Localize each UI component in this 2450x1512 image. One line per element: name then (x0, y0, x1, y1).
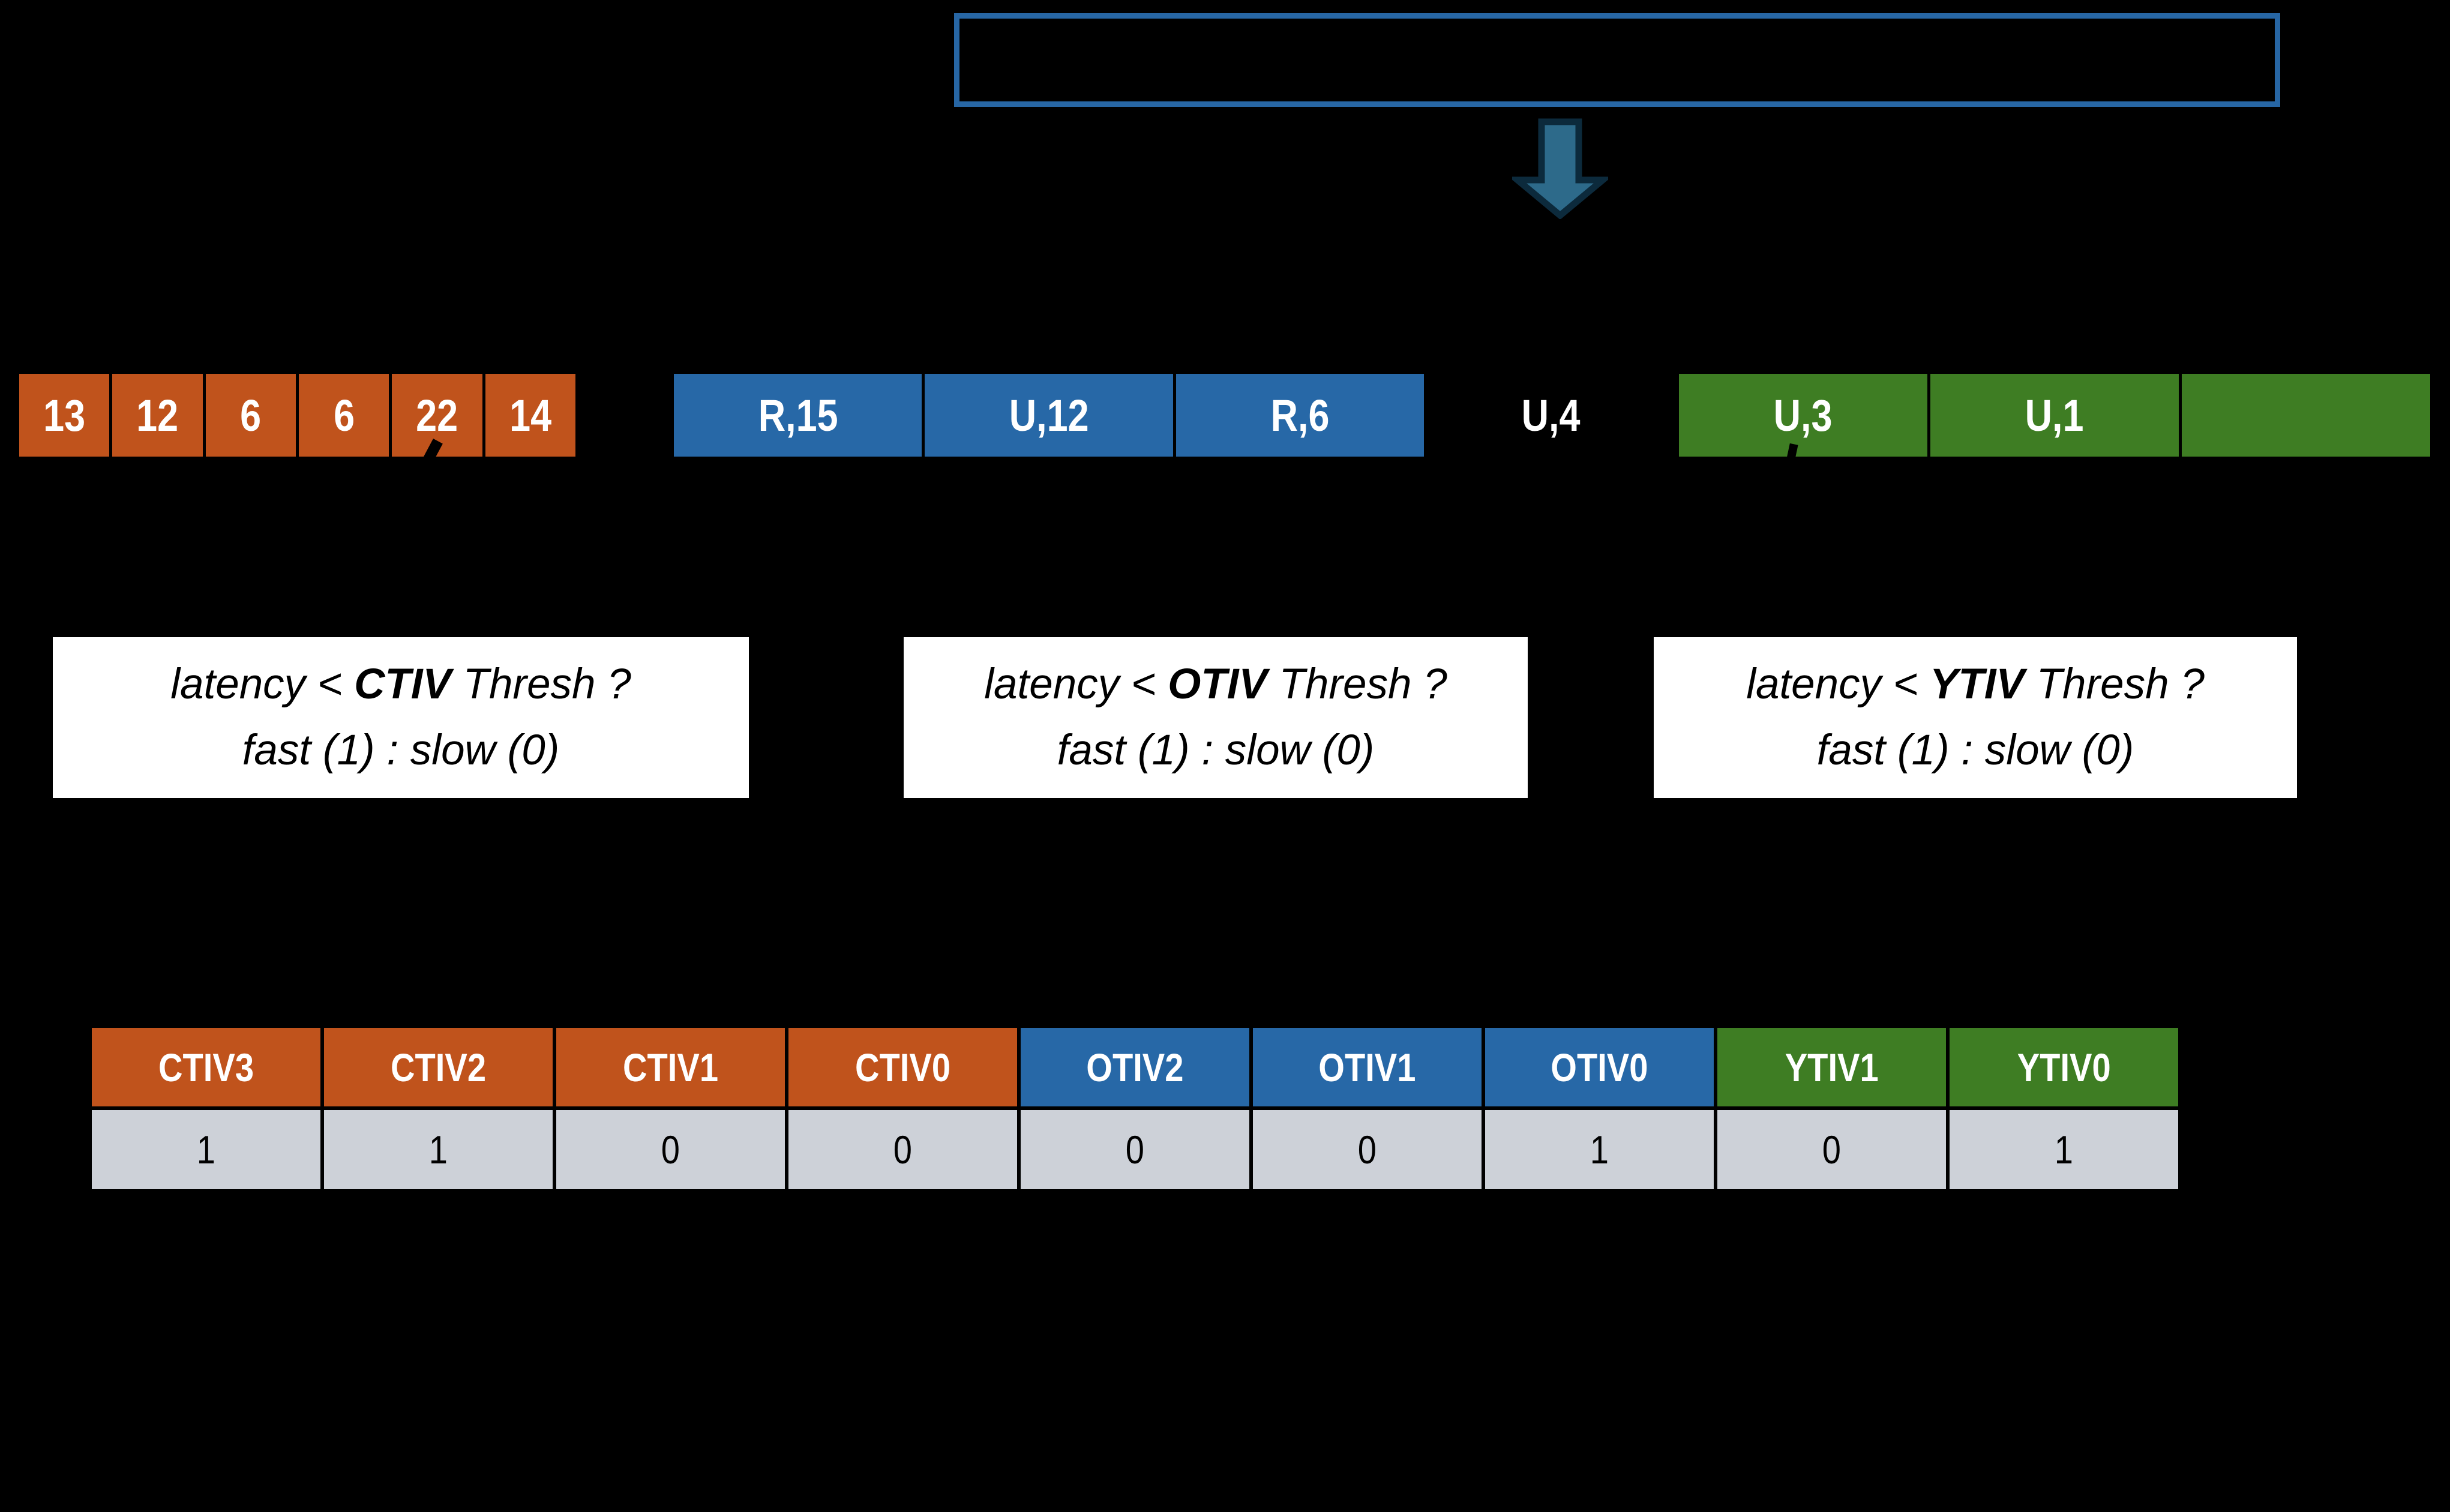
condition-line2: fast (1) : slow (0) (1816, 727, 2134, 774)
table-header-cell: OTIV0 (1485, 1028, 1714, 1106)
condition-line1: latency < CTIV Thresh ? (170, 652, 631, 718)
array-cell: U,3 (1679, 374, 1927, 457)
ytiv-latency-array: U,3 U,1 (1679, 374, 2430, 457)
condition-line1: latency < YTIV Thresh ? (1746, 652, 2205, 718)
array-cell-label: 22 (416, 390, 458, 440)
table-header-cell: CTIV3 (92, 1028, 320, 1106)
array-cell: R,6 (1175, 374, 1424, 457)
table-value-cell: 1 (92, 1110, 320, 1189)
condition-line2: fast (1) : slow (0) (1057, 727, 1375, 774)
table-value-cell: 0 (1021, 1110, 1249, 1189)
table-value-cell: 1 (1950, 1110, 2178, 1189)
table-value-cell: 0 (556, 1110, 785, 1189)
otiv-latency-array: R,15 U,12 R,6 (674, 374, 1424, 457)
table-value-cell: 0 (1253, 1110, 1482, 1189)
array-cell (2182, 374, 2430, 457)
down-arrow-icon (1508, 118, 1612, 220)
tiv-bit-table: CTIV3 CTIV2 CTIV1 CTIV0 OTIV2 OTIV1 OTIV… (92, 1028, 2178, 1189)
array-cell: U,1 (1930, 374, 2179, 457)
array-cell: 6 (298, 374, 389, 457)
table-header-label: CTIV2 (390, 1045, 486, 1090)
array-cell-label: 6 (240, 390, 262, 440)
table-value: 1 (428, 1127, 448, 1172)
u4-standalone-label: U,4 (1494, 374, 1608, 457)
table-header-label: CTIV0 (854, 1045, 950, 1090)
condition-suffix: Thresh ? (2024, 660, 2205, 708)
array-cell: U,12 (925, 374, 1173, 457)
table-value: 0 (661, 1127, 680, 1172)
array-cell: 13 (19, 374, 110, 457)
array-cell-label: 14 (509, 390, 551, 440)
array-cell-label: R,15 (758, 390, 838, 440)
top-outlined-box (954, 13, 2280, 107)
array-cell-label: U,1 (2025, 390, 2084, 440)
array-cell-label: 6 (333, 390, 355, 440)
table-header-cell: CTIV1 (556, 1028, 785, 1106)
condition-line2: fast (1) : slow (0) (242, 727, 560, 774)
array-cell-label: U,3 (1774, 390, 1833, 440)
table-value: 0 (1125, 1127, 1145, 1172)
array-cell-label: 12 (136, 390, 179, 440)
table-header-label: CTIV3 (158, 1045, 254, 1090)
condition-prefix: latency < (170, 660, 355, 708)
table-header-cell: CTIV0 (788, 1028, 1017, 1106)
u4-text: U,4 (1522, 390, 1581, 440)
table-header-label: CTIV1 (622, 1045, 718, 1090)
table-header-label: OTIV1 (1318, 1045, 1416, 1090)
table-value: 0 (1357, 1127, 1377, 1172)
ctiv-latency-array: 13 12 6 6 22 14 (19, 374, 575, 457)
table-value: 1 (2054, 1127, 2074, 1172)
table-value-cell: 0 (1717, 1110, 1946, 1189)
table-header-cell: OTIV2 (1021, 1028, 1249, 1106)
condition-suffix: Thresh ? (451, 660, 631, 708)
table-value-cell: 1 (324, 1110, 553, 1189)
array-cell-label: 13 (43, 390, 86, 440)
ytiv-condition-box: latency < YTIV Thresh ? fast (1) : slow … (1654, 637, 2297, 798)
condition-keyword: YTIV (1930, 660, 2025, 708)
table-value-cell: 0 (788, 1110, 1017, 1189)
condition-line1: latency < OTIV Thresh ? (984, 652, 1447, 718)
table-value: 0 (893, 1127, 913, 1172)
array-cell: R,15 (674, 374, 922, 457)
table-header-cell: OTIV1 (1253, 1028, 1482, 1106)
condition-keyword: OTIV (1168, 660, 1267, 708)
array-cell-label: R,6 (1270, 390, 1330, 440)
table-value-cell: 1 (1485, 1110, 1714, 1189)
table-header-label: YTIV1 (1785, 1045, 1879, 1090)
table-value: 1 (196, 1127, 216, 1172)
table-header-label: YTIV0 (2017, 1045, 2111, 1090)
array-cell: 6 (205, 374, 296, 457)
table-header-label: OTIV0 (1551, 1045, 1648, 1090)
table-header-cell: CTIV2 (324, 1028, 553, 1106)
condition-suffix: Thresh ? (1267, 660, 1447, 708)
condition-prefix: latency < (984, 660, 1168, 708)
table-value: 0 (1822, 1127, 1842, 1172)
table-value: 1 (1590, 1127, 1609, 1172)
array-cell: 12 (112, 374, 203, 457)
table-header-cell: YTIV1 (1717, 1028, 1946, 1106)
array-cell: 14 (485, 374, 575, 457)
condition-keyword: CTIV (354, 660, 451, 708)
otiv-condition-box: latency < OTIV Thresh ? fast (1) : slow … (904, 637, 1528, 798)
condition-prefix: latency < (1746, 660, 1930, 708)
table-header-label: OTIV2 (1086, 1045, 1184, 1090)
array-cell-label: U,12 (1009, 390, 1089, 440)
ctiv-condition-box: latency < CTIV Thresh ? fast (1) : slow … (53, 637, 749, 798)
table-header-cell: YTIV0 (1950, 1028, 2178, 1106)
